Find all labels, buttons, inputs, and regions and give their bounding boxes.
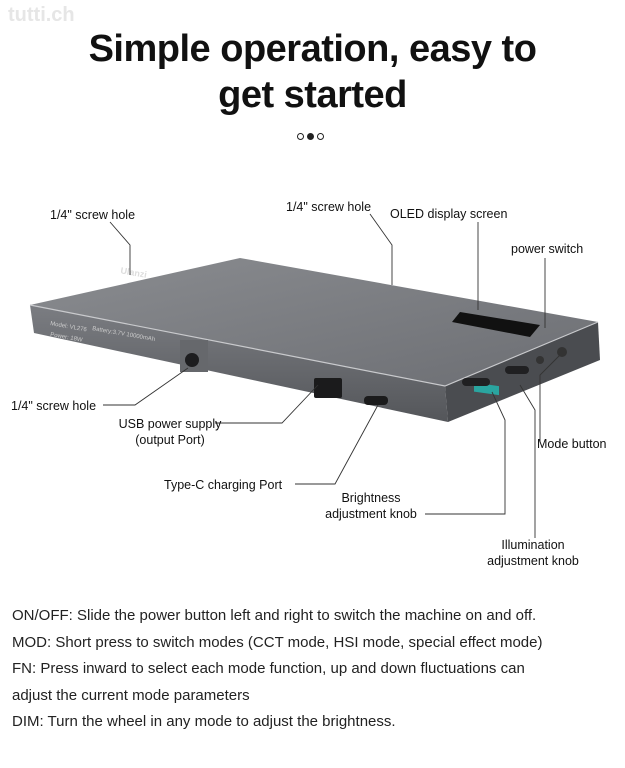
- title-line-2: get started: [218, 74, 407, 116]
- label-brightness-line1: Brightness: [341, 491, 401, 505]
- callout-lines: [103, 213, 561, 538]
- label-illumination-line1: Illumination: [501, 538, 565, 552]
- description: ON/OFF: Slide the power button left and …: [12, 603, 542, 736]
- label-illumination: Illumination adjustment knob: [478, 537, 588, 569]
- label-usb-line1: USB power supply: [118, 417, 222, 431]
- pager-dot[interactable]: [297, 133, 304, 140]
- screw-hole-icon: [185, 353, 199, 367]
- label-illumination-line2: adjustment knob: [487, 554, 579, 568]
- label-screw-hole-left: 1/4" screw hole: [11, 399, 97, 413]
- type-c-port: [364, 396, 388, 405]
- pager-dot[interactable]: [317, 133, 324, 140]
- label-mode-button: Mode button: [537, 437, 607, 451]
- pager-dot-active[interactable]: [307, 133, 314, 140]
- watermark: tutti.ch: [8, 4, 75, 26]
- svg-text:Power: 18W: Power: 18W: [50, 332, 84, 344]
- light-panel: Ulanzi Model: VL276 Power: 18W Battery:3…: [29, 258, 600, 422]
- description-line: ON/OFF: Slide the power button left and …: [12, 607, 537, 624]
- label-type-c: Type-C charging Port: [164, 478, 283, 492]
- label-brightness: Brightness adjustment knob: [316, 490, 426, 522]
- description-line: DIM: Turn the wheel in any mode to adjus…: [12, 713, 396, 730]
- label-usb: USB power supply (output Port): [100, 416, 240, 448]
- label-usb-line2: (output Port): [135, 433, 205, 447]
- description-line: MOD: Short press to switch modes (CCT mo…: [12, 633, 543, 651]
- label-power-switch: power switch: [511, 242, 584, 256]
- pager-dots: [297, 133, 324, 140]
- label-brightness-line2: adjustment knob: [325, 507, 417, 521]
- title-line-1: Simple operation, easy to: [88, 28, 537, 70]
- label-screw-hole-top-left: 1/4" screw hole: [50, 208, 136, 222]
- page-title: Simple operation, easy to get started: [0, 26, 625, 118]
- label-oled: OLED display screen: [390, 207, 508, 221]
- description-line: FN: Press inward to select each mode fun…: [12, 660, 525, 677]
- label-screw-hole-top: 1/4" screw hole: [286, 200, 372, 214]
- description-line: adjust the current mode parameters: [12, 686, 250, 704]
- usb-port: [314, 378, 342, 398]
- device-illustration: Ulanzi Model: VL276 Power: 18W Battery:3…: [29, 213, 600, 538]
- svg-text:Ulanzi: Ulanzi: [120, 265, 148, 279]
